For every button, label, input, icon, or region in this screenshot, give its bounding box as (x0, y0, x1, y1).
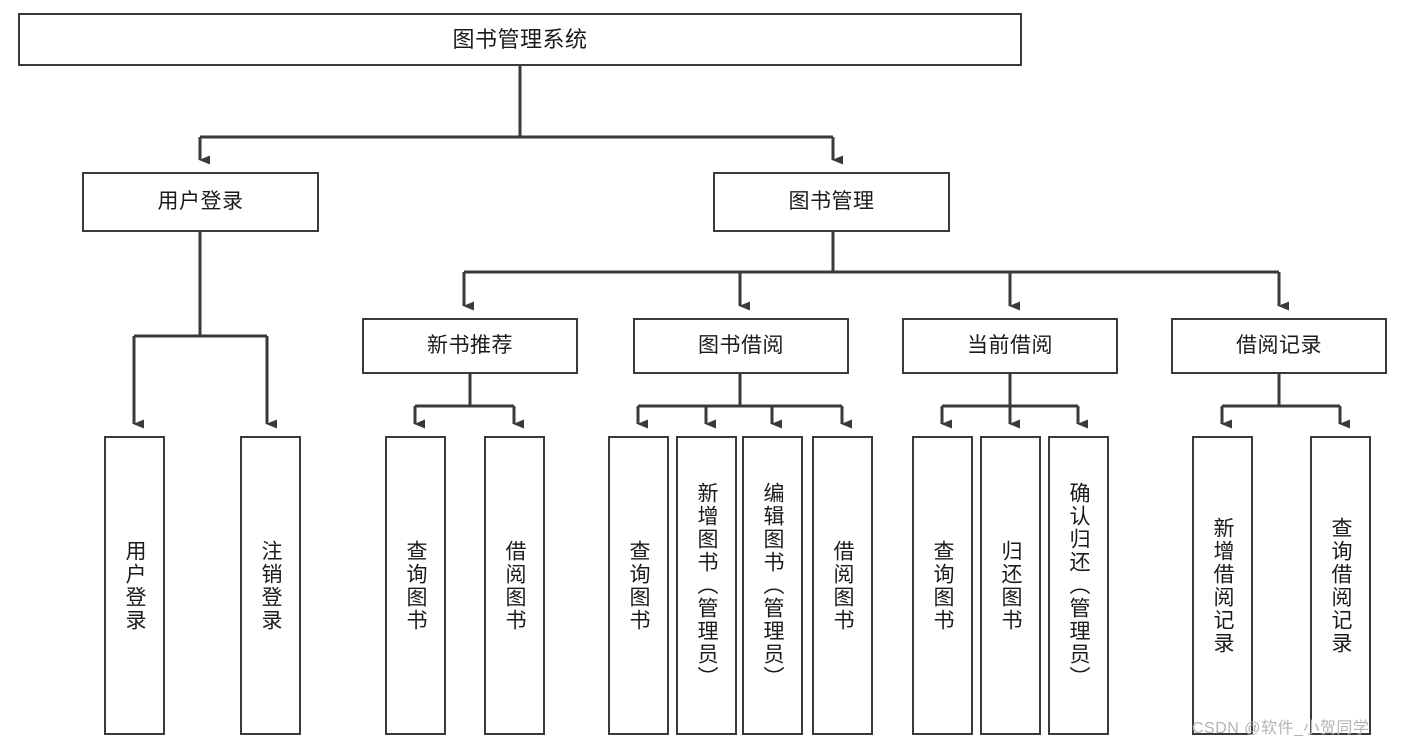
leaf-return-book[interactable]: 归还图书 (980, 436, 1041, 735)
node-book-management-system[interactable]: 图书管理系统 (18, 13, 1022, 66)
node-label: 查询图书 (404, 539, 427, 632)
node-label: 注销登录 (259, 539, 282, 632)
node-book-borrow[interactable]: 图书借阅 (633, 318, 849, 374)
node-label: 新书推荐 (427, 333, 513, 357)
node-book-management[interactable]: 图书管理 (713, 172, 950, 232)
leaf-edit-book-admin[interactable]: 编辑图书（管理员） (742, 436, 803, 735)
node-label: 图书管理 (788, 189, 875, 213)
node-user-login[interactable]: 用户登录 (82, 172, 319, 232)
node-current-borrow[interactable]: 当前借阅 (902, 318, 1118, 374)
node-label: 用户登录 (157, 189, 244, 213)
leaf-logout[interactable]: 注销登录 (240, 436, 301, 735)
node-label: 新增图书（管理员） (695, 482, 718, 689)
node-label: 查询图书 (931, 539, 954, 632)
leaf-borrow-book-recommend[interactable]: 借阅图书 (484, 436, 545, 735)
leaf-confirm-return-admin[interactable]: 确认归还（管理员） (1048, 436, 1109, 735)
node-label: 用户登录 (123, 539, 146, 632)
leaf-user-login[interactable]: 用户登录 (104, 436, 165, 735)
leaf-query-book-recommend[interactable]: 查询图书 (385, 436, 446, 735)
watermark-csdn: CSDN @软件_小贺同学 (1192, 720, 1370, 737)
node-label: 查询图书 (627, 539, 650, 632)
node-label: 借阅图书 (831, 539, 854, 632)
node-new-book-recommend[interactable]: 新书推荐 (362, 318, 578, 374)
node-label: 归还图书 (999, 539, 1022, 632)
leaf-query-book-current[interactable]: 查询图书 (912, 436, 973, 735)
node-borrow-record[interactable]: 借阅记录 (1171, 318, 1387, 374)
node-label: 借阅图书 (503, 539, 526, 632)
leaf-query-book-borrow[interactable]: 查询图书 (608, 436, 669, 735)
node-label: 借阅记录 (1236, 333, 1322, 357)
leaf-add-borrow-record[interactable]: 新增借阅记录 (1192, 436, 1253, 735)
node-label: 图书借阅 (698, 333, 784, 357)
node-label: 查询借阅记录 (1329, 516, 1352, 655)
node-label: 图书管理系统 (452, 26, 588, 52)
node-label: 当前借阅 (967, 333, 1053, 357)
node-label: 编辑图书（管理员） (761, 482, 784, 689)
leaf-borrow-book[interactable]: 借阅图书 (812, 436, 873, 735)
node-label: 确认归还（管理员） (1067, 482, 1090, 689)
node-label: 新增借阅记录 (1211, 516, 1234, 655)
leaf-query-borrow-record[interactable]: 查询借阅记录 (1310, 436, 1371, 735)
leaf-add-book-admin[interactable]: 新增图书（管理员） (676, 436, 737, 735)
